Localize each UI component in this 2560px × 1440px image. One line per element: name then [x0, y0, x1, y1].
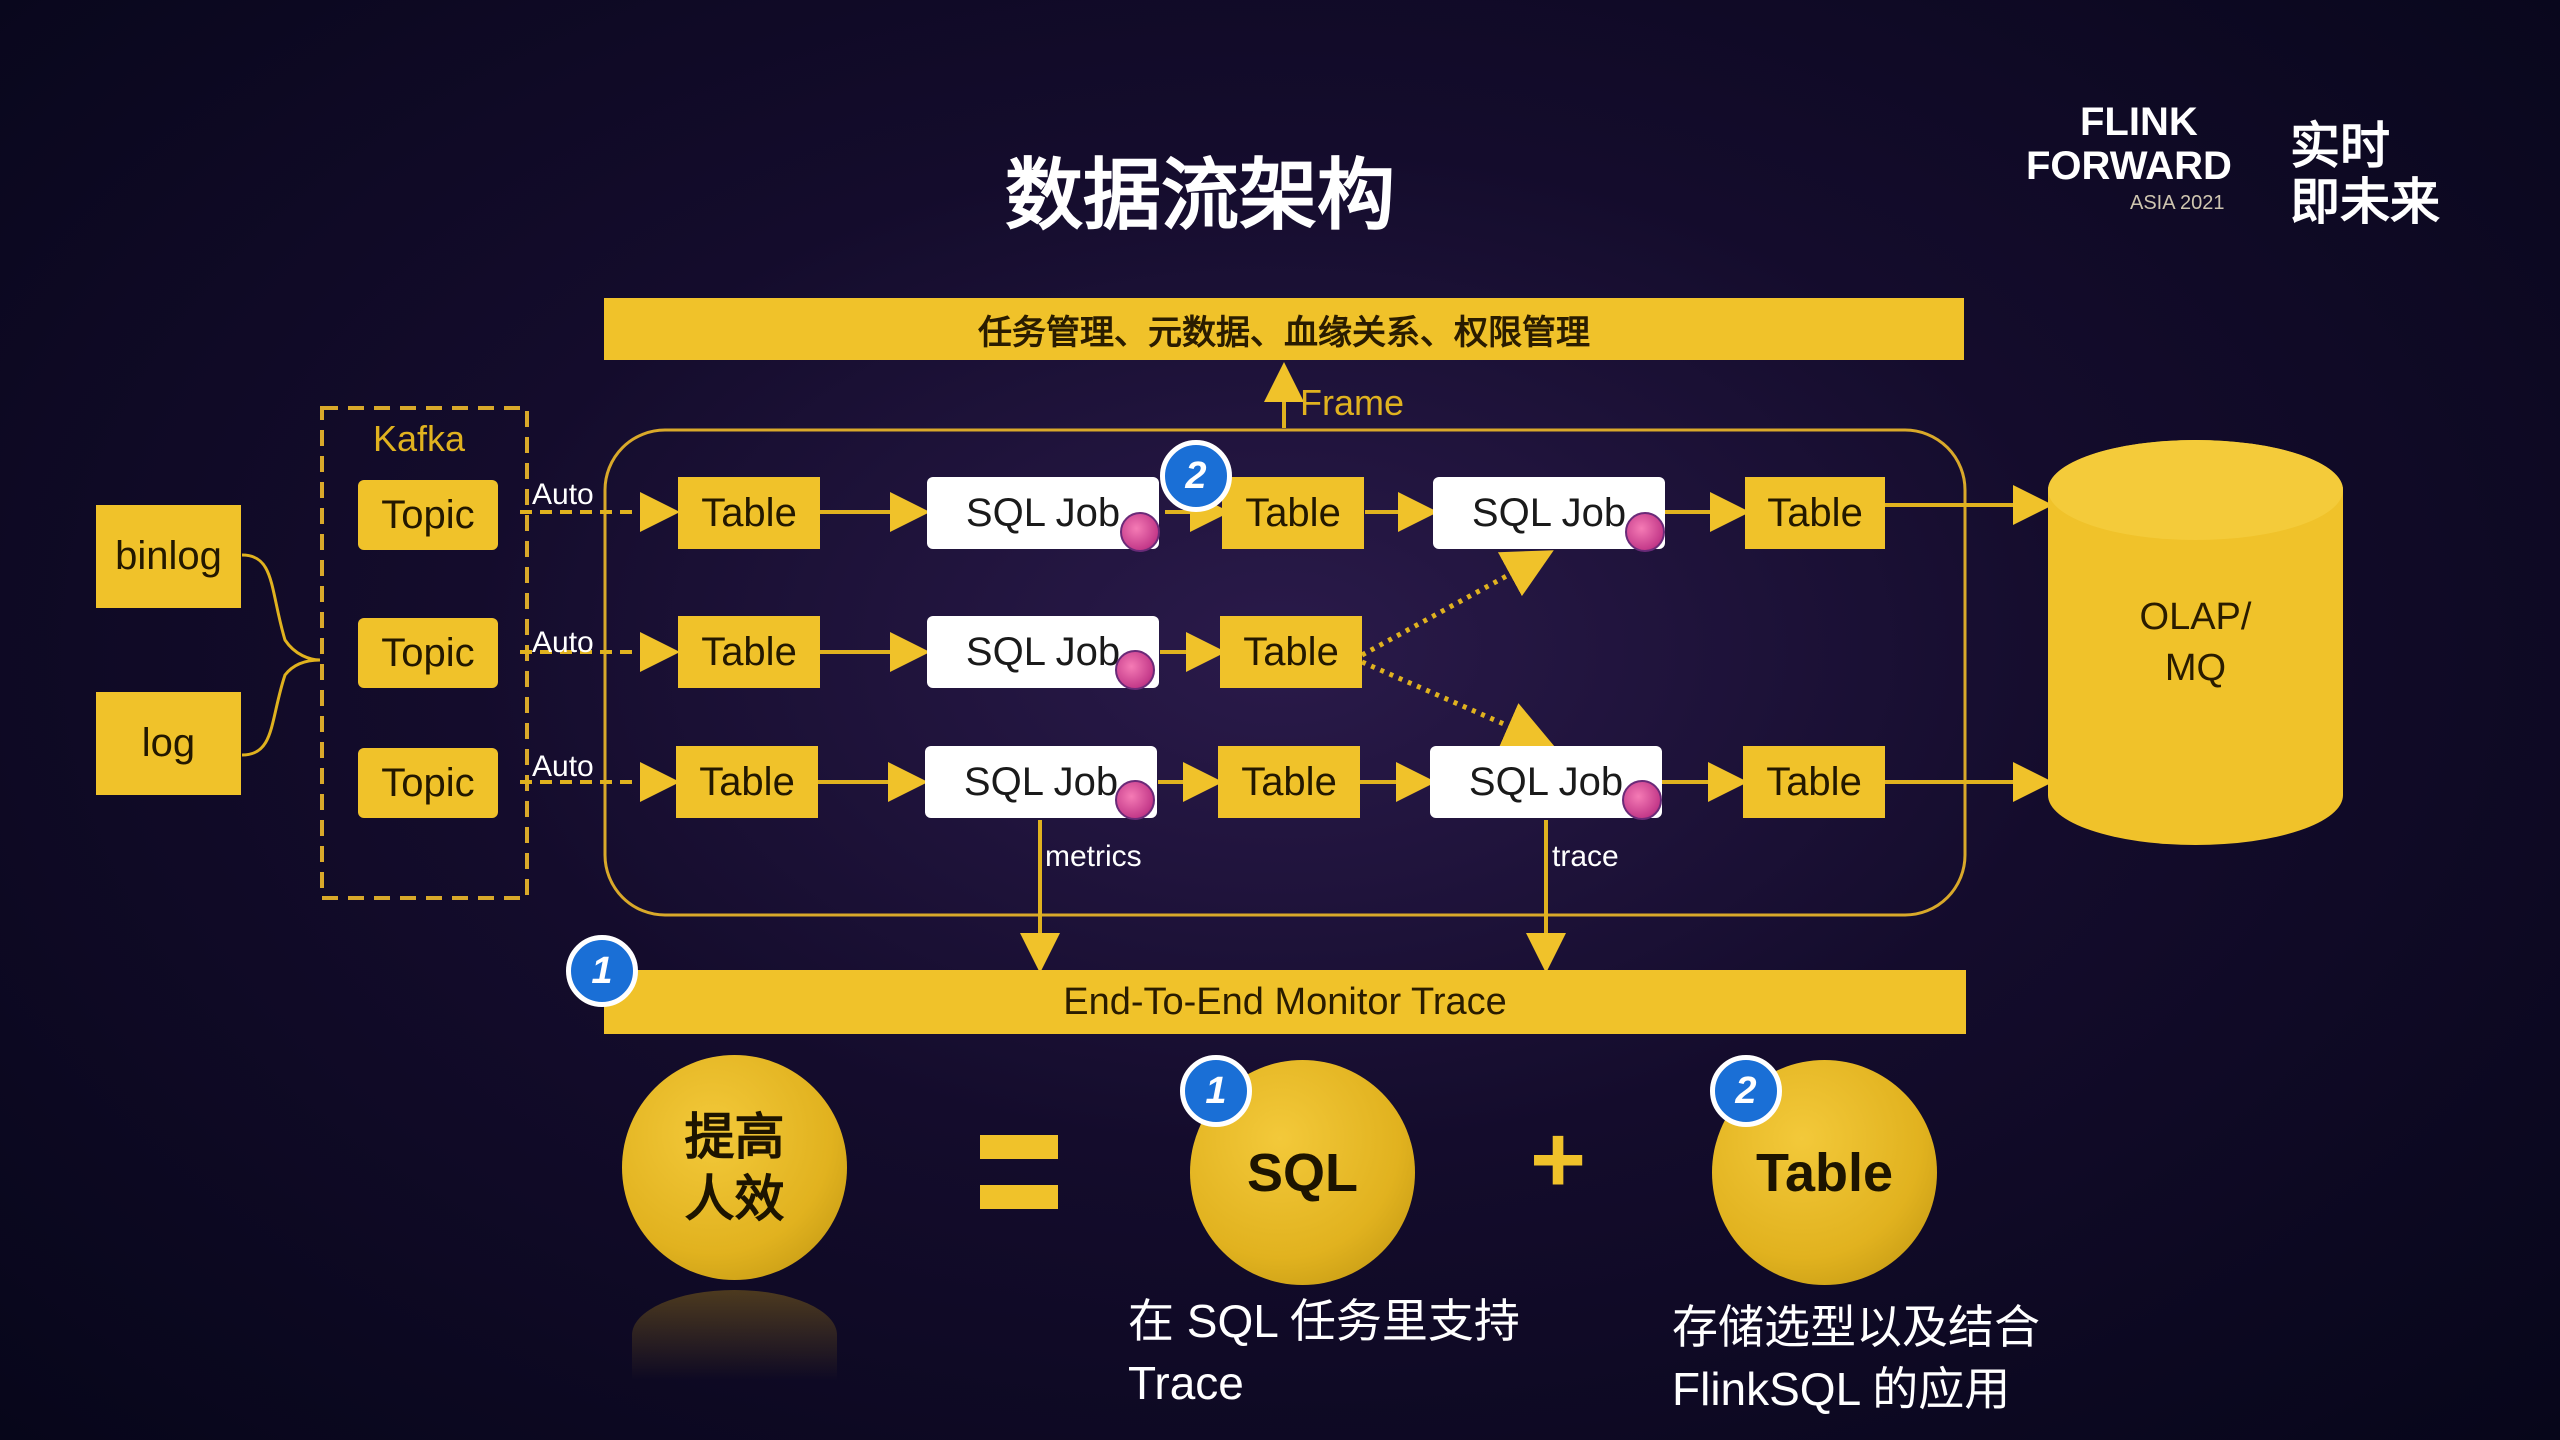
auto-label: Auto — [532, 626, 594, 659]
monitor-trace-bar: End-To-End Monitor Trace — [604, 970, 1966, 1034]
equals-sign — [980, 1135, 1058, 1209]
sql-job-label: SQL Job — [965, 490, 1121, 535]
flink-forward-logo: FLINK FORWARD ASIA 2021 实时 即未来 — [2020, 100, 2460, 250]
source-binlog: binlog — [96, 505, 241, 608]
table-node: Table — [1220, 616, 1362, 688]
table-node: Table — [1745, 477, 1885, 549]
sql-job-label: SQL Job — [965, 629, 1121, 674]
plus-sign: + — [1530, 1106, 1587, 1213]
table-caption-line1: 存储选型以及结合 — [1672, 1301, 2040, 1353]
kafka-topic: Topic — [358, 618, 498, 688]
badge-1-icon: 1 — [566, 935, 638, 1007]
table-caption: 存储选型以及结合 FlinkSQL 的应用 — [1672, 1296, 2040, 1420]
sql-job-label: SQL Job — [1471, 490, 1627, 535]
badge-1-icon: 1 — [1180, 1055, 1252, 1127]
flink-squirrel-icon — [1622, 780, 1662, 820]
table-node: Table — [1222, 477, 1364, 549]
logo-line2: FORWARD — [2026, 144, 2232, 188]
table-node: Table — [678, 477, 820, 549]
olap-line2: MQ — [2164, 646, 2227, 689]
trace-label: trace — [1552, 840, 1619, 873]
sql-caption: 在 SQL 任务里支持 Trace — [1128, 1290, 1520, 1414]
management-bar: 任务管理、元数据、血缘关系、权限管理 — [604, 298, 1964, 360]
flink-squirrel-icon — [1115, 780, 1155, 820]
sql-caption-line1: 在 SQL 任务里支持 — [1128, 1295, 1520, 1347]
sql-job-label: SQL Job — [963, 759, 1119, 804]
logo-cn1: 实时 — [2290, 118, 2390, 174]
badge-2-icon: 2 — [1710, 1055, 1782, 1127]
sql-job-label: SQL Job — [1468, 759, 1624, 804]
table-node: Table — [1743, 746, 1885, 818]
frame-outline — [603, 428, 1967, 917]
badge-2-icon: 2 — [1160, 440, 1232, 512]
frame-label: Frame — [1300, 382, 1405, 423]
logo-cn2: 即未来 — [2290, 174, 2440, 230]
auto-label: Auto — [532, 478, 594, 511]
circle-reflection — [632, 1290, 837, 1380]
page-title: 数据流架构 — [1004, 151, 1395, 239]
kafka-label: Kafka — [373, 418, 466, 459]
metrics-label: metrics — [1045, 840, 1142, 873]
auto-label: Auto — [532, 750, 594, 783]
olap-line1: OLAP/ — [2139, 595, 2252, 638]
logo-line1: FLINK — [2080, 100, 2198, 144]
kafka-topic: Topic — [358, 748, 498, 818]
efficiency-line2: 人效 — [684, 1170, 785, 1227]
source-log: log — [96, 692, 241, 795]
kafka-topic: Topic — [358, 480, 498, 550]
table-node: Table — [678, 616, 820, 688]
table-node: Table — [676, 746, 818, 818]
table-node: Table — [1218, 746, 1360, 818]
sql-caption-line2: Trace — [1128, 1357, 1244, 1409]
olap-cylinder-top — [2048, 440, 2343, 540]
table-caption-line2: FlinkSQL 的应用 — [1672, 1363, 2011, 1415]
logo-sub: ASIA 2021 — [2130, 192, 2225, 214]
flink-squirrel-icon — [1625, 512, 1665, 552]
efficiency-line1: 提高 — [684, 1108, 785, 1165]
flink-squirrel-icon — [1115, 650, 1155, 690]
efficiency-circle: 提高 人效 — [622, 1055, 847, 1280]
flink-squirrel-icon — [1120, 512, 1160, 552]
